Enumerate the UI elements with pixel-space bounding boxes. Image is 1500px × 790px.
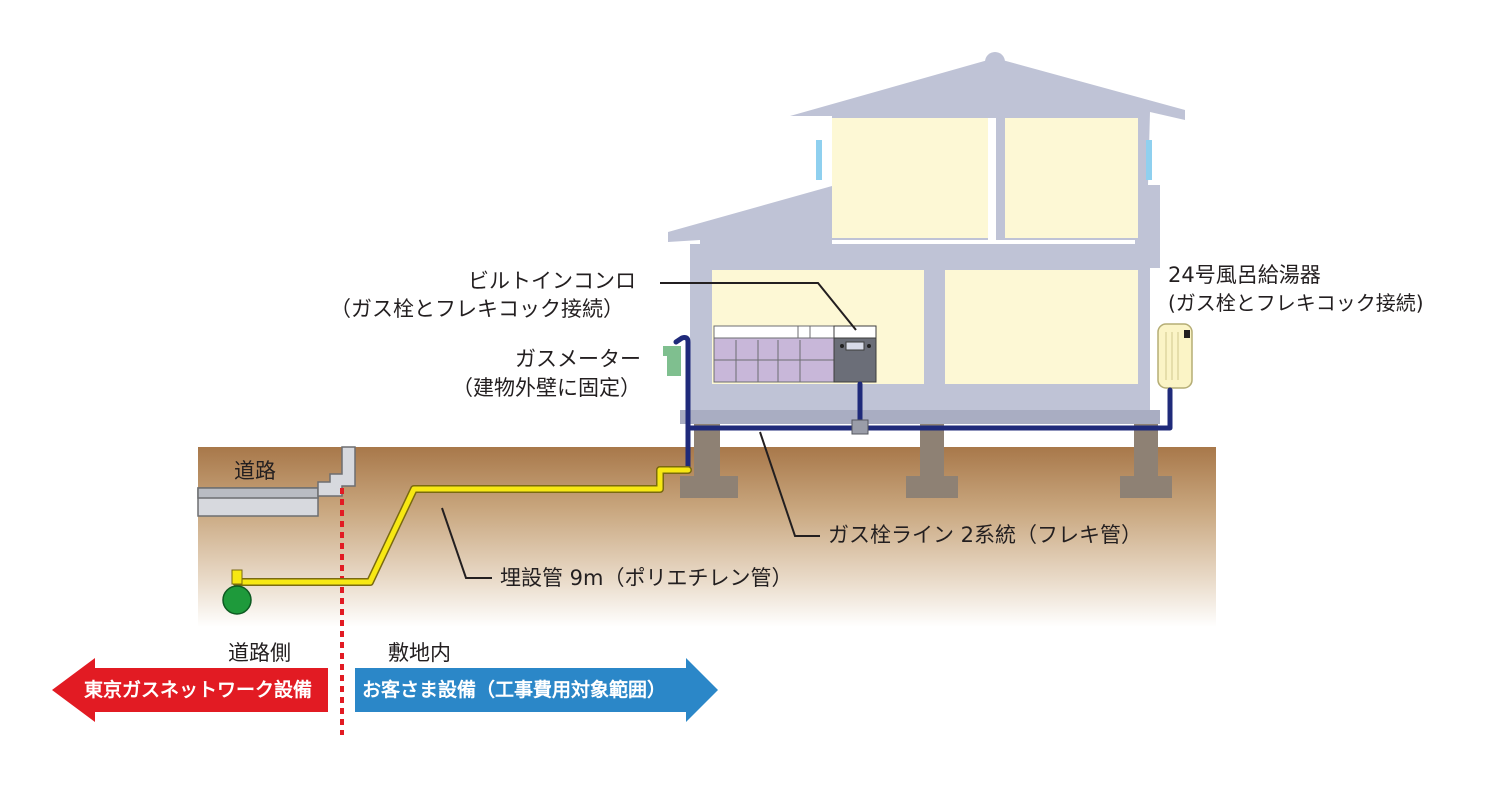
label-premises: 敷地内 xyxy=(388,641,451,665)
room-lower-right xyxy=(945,270,1138,384)
label-water-heater-sub: (ガス栓とフレキコック接続) xyxy=(1168,291,1424,315)
window-left xyxy=(816,140,822,180)
arrow-customer-equipment xyxy=(355,658,718,722)
gas-tap-junction xyxy=(851,419,869,435)
label-road-side: 道路側 xyxy=(228,641,291,665)
gas-meter xyxy=(663,346,681,376)
leader-lines xyxy=(441,282,857,579)
water-heater xyxy=(1157,323,1193,389)
label-gas-tap-line: ガス栓ライン 2系統（フレキ管） xyxy=(828,523,1143,547)
label-builtin-stove: ビルトインコンロ xyxy=(468,269,636,293)
arrow-label-customer-equipment: お客さま設備（工事費用対象範囲） xyxy=(362,679,667,701)
window-right xyxy=(1146,140,1152,180)
arrow-label-tokyo-gas-network: 東京ガスネットワーク設備 xyxy=(84,679,313,701)
kitchen-cabinet xyxy=(713,325,835,383)
label-gas-meter: ガスメーター xyxy=(515,347,641,371)
label-water-heater: 24号風呂給湯器 xyxy=(1168,263,1321,287)
label-buried-pipe: 埋設管 9m（ポリエチレン管） xyxy=(500,566,793,590)
road-slab xyxy=(197,446,356,517)
room-upper-right xyxy=(1005,118,1138,238)
label-gas-meter-sub: （建物外壁に固定） xyxy=(452,376,641,400)
main-gas-valve xyxy=(222,585,252,615)
label-road: 道路 xyxy=(234,459,276,483)
builtin-stove xyxy=(833,325,877,383)
foundation-pillars xyxy=(680,424,1172,498)
arrow-tokyo-gas-network xyxy=(52,658,328,722)
room-upper-left xyxy=(832,118,988,238)
label-builtin-stove-sub: （ガス栓とフレキコック接続） xyxy=(330,297,624,321)
